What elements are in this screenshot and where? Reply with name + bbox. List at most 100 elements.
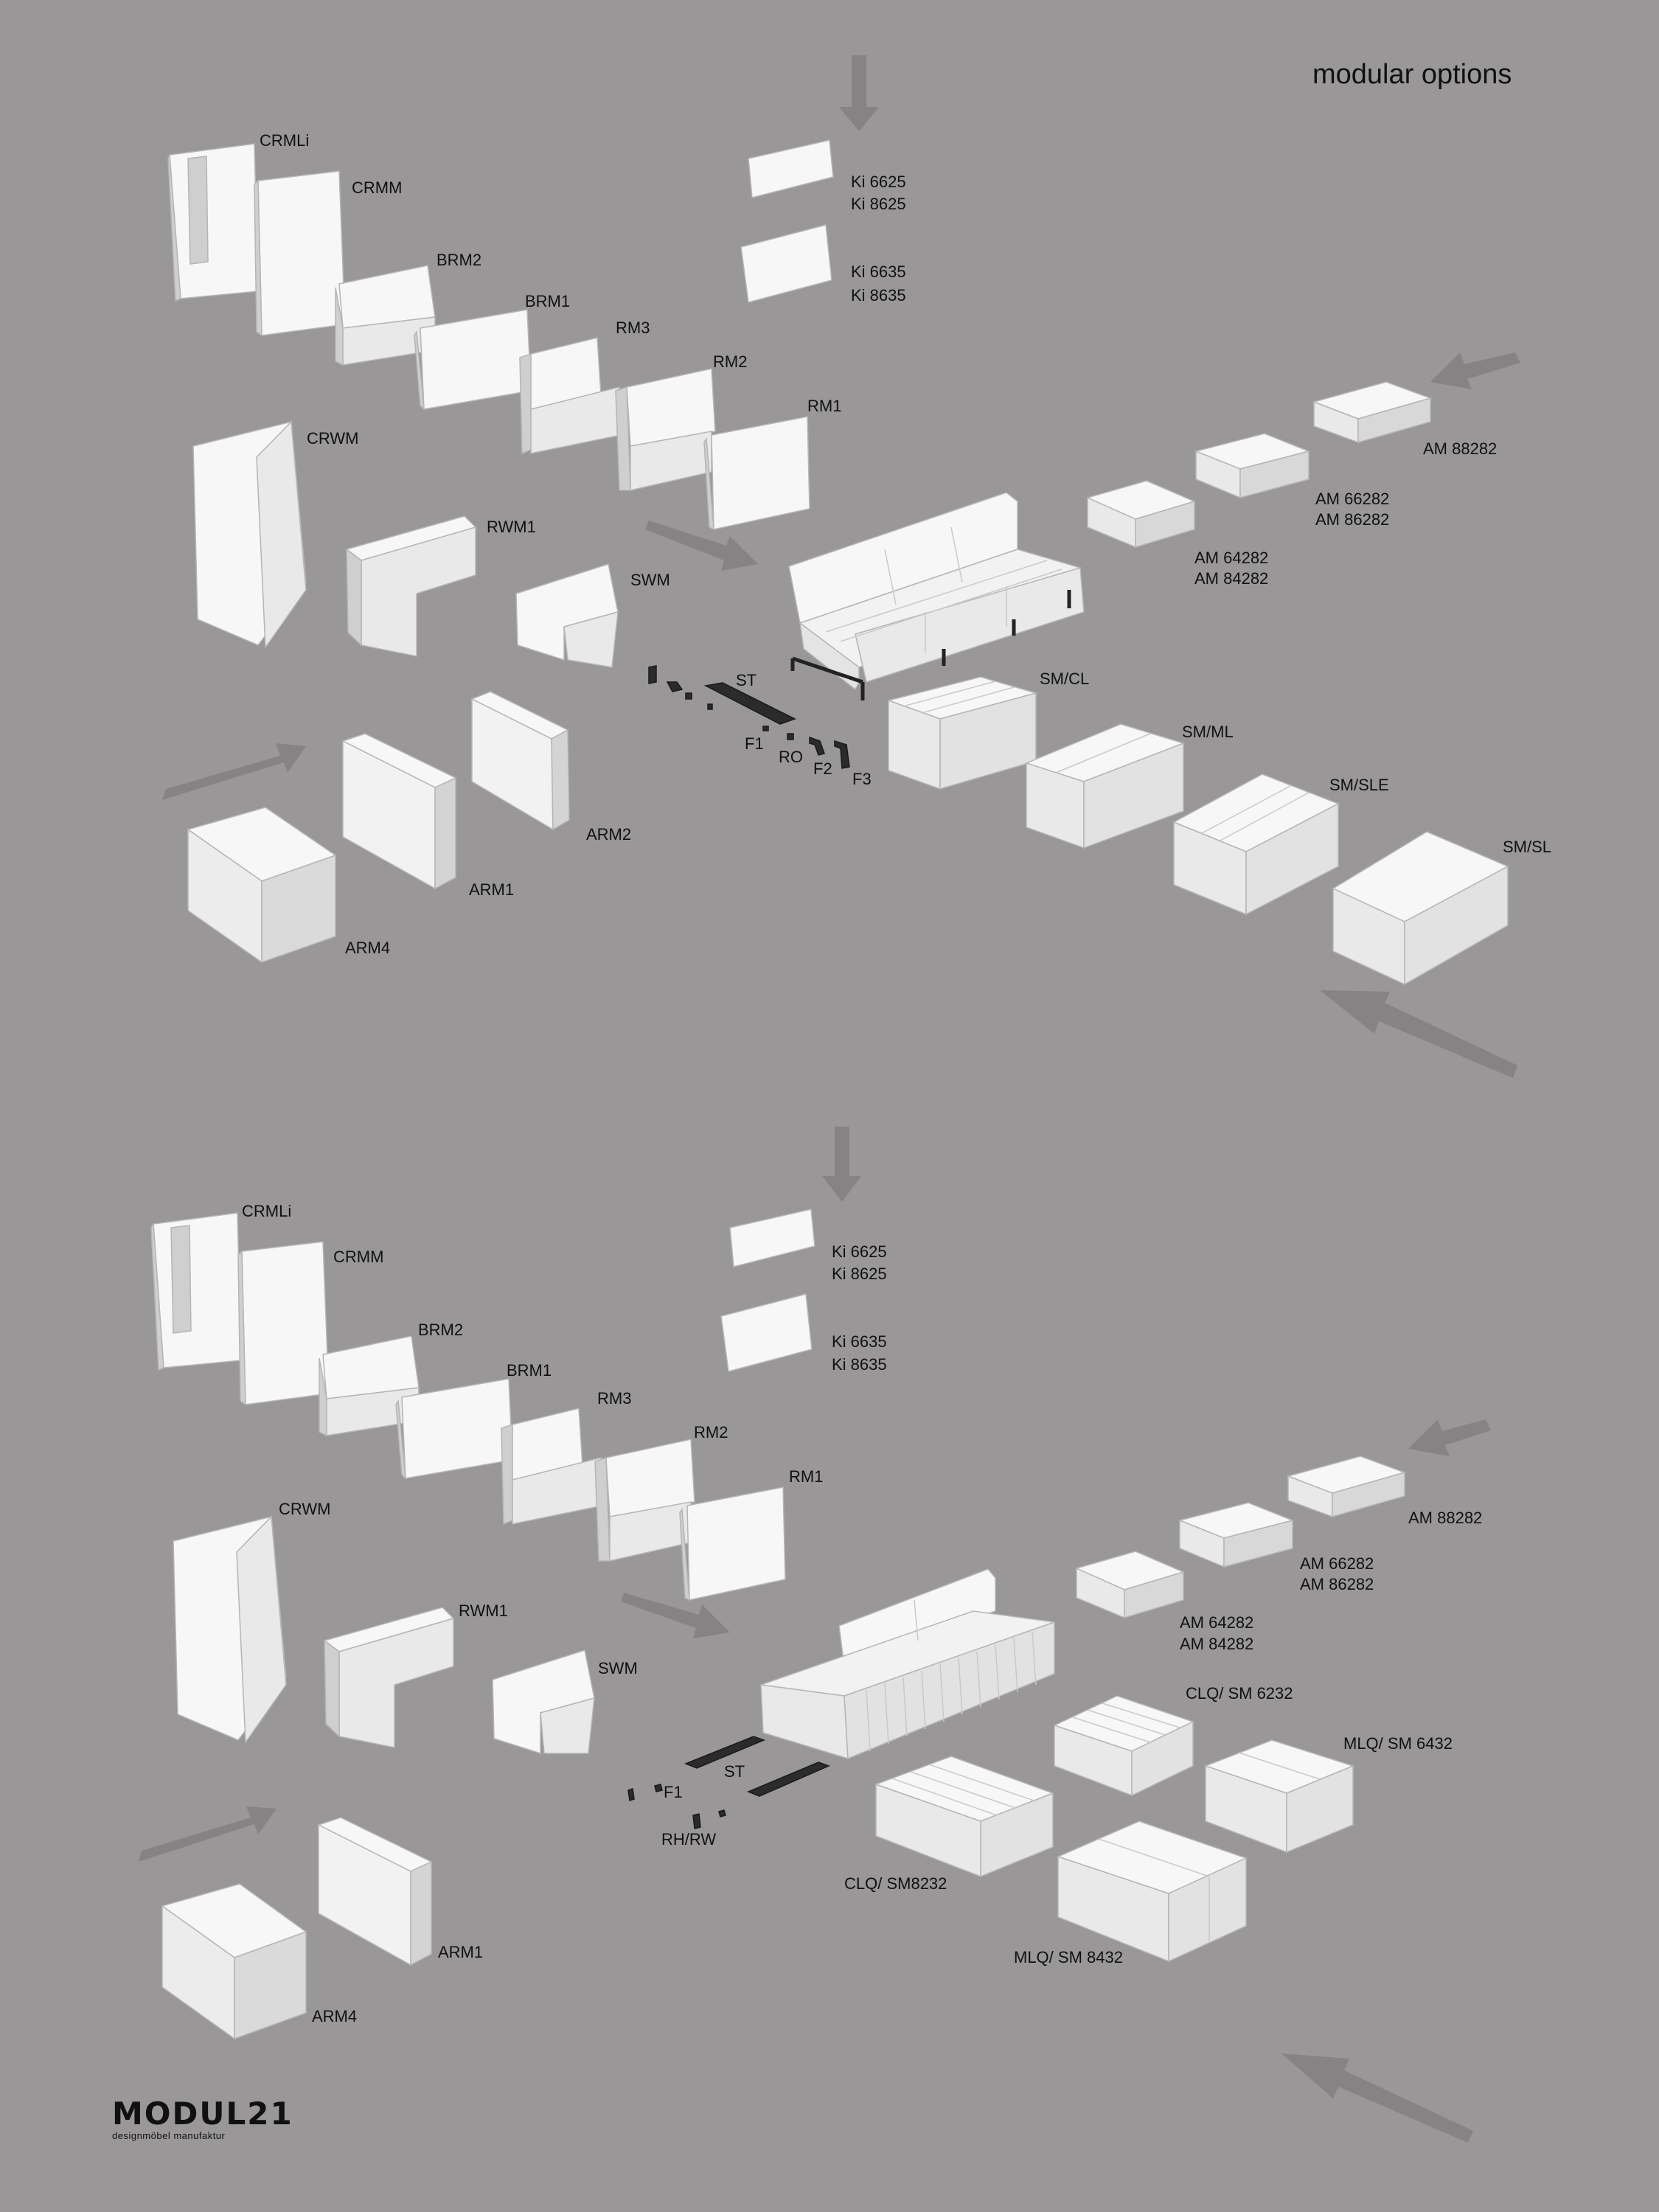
module-rwm1 <box>345 515 477 657</box>
label-ro: RO <box>779 748 803 766</box>
label-brm1: BRM1 <box>525 292 571 310</box>
label-ki6635: Ki 6635 <box>851 262 906 281</box>
label-ki6625: Ki 6625 <box>832 1242 887 1261</box>
label-swm: SWM <box>630 571 670 589</box>
label-smsl: SM/SL <box>1503 838 1552 856</box>
label-rm3: RM3 <box>616 319 650 337</box>
module-smsl <box>1332 831 1509 986</box>
brand-logo: MODUL21 designmöbel manufaktur <box>112 2096 293 2142</box>
module-clq8232 <box>874 1756 1055 1878</box>
hardware-st-f1-rhrw <box>627 1736 831 1829</box>
label-st: ST <box>724 1762 745 1781</box>
arrow-right-icon <box>162 743 306 800</box>
label-f1: F1 <box>745 734 764 753</box>
module-arm4 <box>161 1883 307 2040</box>
module-swm <box>515 563 619 668</box>
label-f3: F3 <box>852 770 872 788</box>
label-swm: SWM <box>598 1659 638 1677</box>
label-rm3: RM3 <box>597 1389 632 1408</box>
label-smcl: SM/CL <box>1040 669 1090 688</box>
label-clq8232: CLQ/ SM8232 <box>844 1874 947 1893</box>
module-smml <box>1024 723 1186 849</box>
label-rhrw: RH/RW <box>661 1830 717 1848</box>
page-title: modular options <box>1312 59 1512 90</box>
label-brm1: BRM1 <box>507 1361 552 1380</box>
module-arm1 <box>317 1817 433 1966</box>
module-mlq8432 <box>1056 1820 1248 1963</box>
label-arm4: ARM4 <box>312 2007 358 2025</box>
arrow-right-icon <box>645 521 758 571</box>
label-rm1: RM1 <box>789 1467 824 1486</box>
arrow-right-icon <box>139 1806 276 1862</box>
label-am86282: AM 86282 <box>1315 510 1390 529</box>
module-brm1 <box>414 309 532 411</box>
label-crmli: CRMLi <box>242 1202 292 1220</box>
label-rm2: RM2 <box>713 352 748 371</box>
module-crmli <box>167 143 259 302</box>
module-mlq6432 <box>1203 1739 1355 1854</box>
arrow-right-icon <box>621 1593 730 1638</box>
label-brm2: BRM2 <box>437 251 482 269</box>
label-ki8635: Ki 8635 <box>851 286 906 305</box>
label-arm1: ARM1 <box>438 1943 484 1961</box>
module-arm4 <box>187 807 337 964</box>
module-brm2 <box>335 265 436 366</box>
label-ki6635: Ki 6635 <box>832 1332 887 1351</box>
module-arm1 <box>341 733 457 890</box>
module-smcl <box>886 676 1038 790</box>
label-smsle: SM/SLE <box>1329 776 1389 794</box>
arrow-left-icon <box>1320 990 1517 1078</box>
modules-top <box>167 139 1509 986</box>
module-am88282 <box>1286 1455 1407 1518</box>
module-crwm <box>192 420 307 650</box>
label-crmm: CRMM <box>352 178 403 197</box>
module-rwm1 <box>323 1607 455 1748</box>
label-mlq8432: MLQ/ SM 8432 <box>1014 1948 1123 1966</box>
module-smsle <box>1172 773 1340 916</box>
label-st: ST <box>736 671 757 689</box>
label-rm2: RM2 <box>694 1423 728 1441</box>
label-am64282: AM 64282 <box>1194 549 1269 567</box>
label-f1: F1 <box>664 1783 683 1801</box>
module-crmm <box>237 1241 330 1406</box>
module-ki6625 <box>748 139 834 198</box>
module-brm1 <box>395 1378 513 1481</box>
label-crwm: CRWM <box>307 429 359 448</box>
module-assembled-sofa <box>788 492 1085 700</box>
module-crmm <box>254 170 346 337</box>
module-am66282 <box>1194 433 1311 499</box>
module-ki6625 <box>729 1208 815 1267</box>
module-rm2 <box>615 368 716 491</box>
module-crmli <box>150 1212 242 1371</box>
label-ki8625: Ki 8625 <box>832 1265 887 1283</box>
label-arm1: ARM1 <box>469 880 515 899</box>
module-rm3 <box>501 1408 603 1526</box>
label-crmm: CRMM <box>333 1248 384 1266</box>
arrow-left-icon <box>1408 1419 1491 1456</box>
module-arm2 <box>470 691 570 831</box>
arrow-left-icon <box>1430 352 1520 389</box>
label-arm2: ARM2 <box>586 825 632 844</box>
label-am88282: AM 88282 <box>1408 1509 1483 1527</box>
label-rwm1: RWM1 <box>459 1601 508 1620</box>
label-f2: F2 <box>813 759 832 778</box>
module-swm <box>492 1649 595 1755</box>
module-am64282 <box>1074 1551 1186 1619</box>
label-am84282: AM 84282 <box>1194 569 1269 588</box>
module-ki6635 <box>740 224 832 303</box>
label-rm1: RM1 <box>807 397 842 415</box>
label-am88282: AM 88282 <box>1423 439 1498 458</box>
label-brm2: BRM2 <box>418 1321 464 1339</box>
hardware-st-f1-ro-f2-f3 <box>648 665 850 769</box>
label-arm4: ARM4 <box>345 939 391 957</box>
module-assembled-sofa <box>760 1568 1055 1760</box>
module-ki6635 <box>720 1293 813 1372</box>
brand-name: MODUL21 <box>112 2096 293 2132</box>
module-brm2 <box>319 1335 420 1437</box>
arrow-left-icon <box>1281 2053 1473 2143</box>
module-am64282 <box>1085 480 1197 549</box>
label-smml: SM/ML <box>1182 723 1234 741</box>
module-am88282 <box>1312 381 1433 444</box>
label-ki8635: Ki 8635 <box>832 1355 887 1374</box>
